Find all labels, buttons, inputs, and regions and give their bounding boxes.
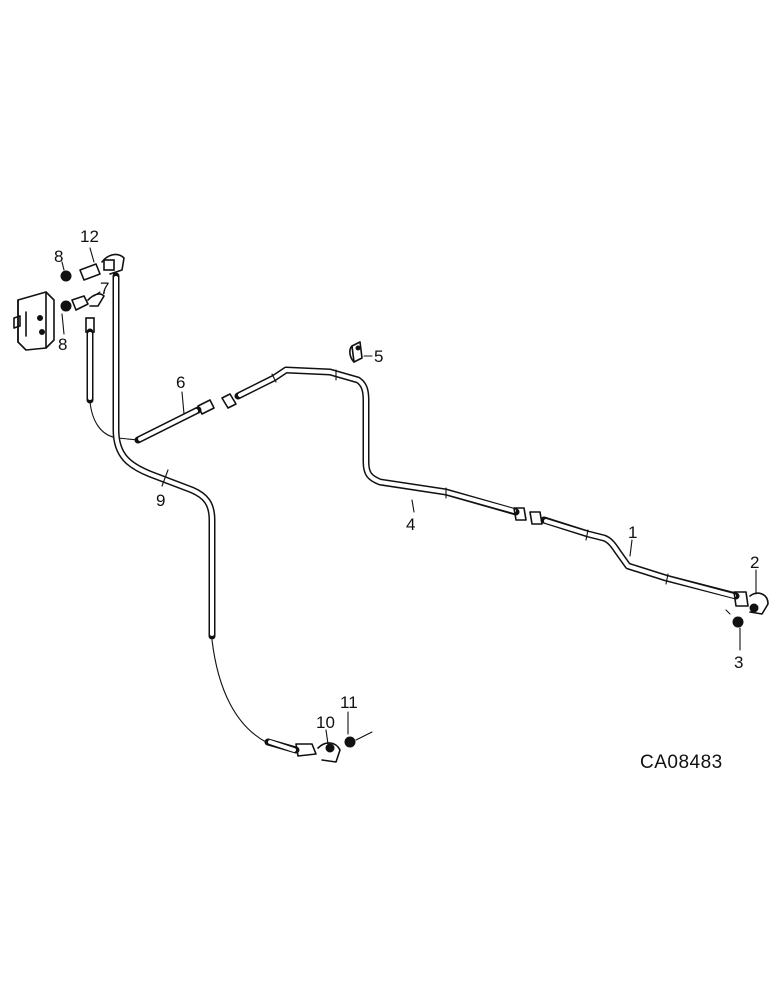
seal-11: [344, 731, 373, 748]
callout-11: 11: [340, 693, 358, 712]
valve-block: [13, 291, 55, 351]
callout-6: 6: [176, 373, 185, 392]
drawing-code: CA08483: [640, 752, 723, 773]
callout-9: 9: [156, 491, 165, 510]
line-9: [112, 272, 300, 754]
callout-10: 10: [316, 713, 335, 732]
callout-7: 7: [100, 279, 109, 298]
clip-5: [349, 341, 363, 363]
elbow-2: [733, 591, 769, 615]
callout-2: 2: [750, 553, 759, 572]
elbow-10: [295, 742, 341, 763]
callout-5: 5: [374, 347, 383, 366]
callout-3: 3: [734, 653, 743, 672]
fitting-12: [60, 253, 125, 282]
leader-lines: [61, 247, 757, 745]
tube-1: [529, 511, 740, 600]
hose-6: [117, 399, 215, 444]
tube-4: [221, 366, 527, 521]
callout-4: 4: [406, 515, 415, 534]
callout-8-lower: 8: [58, 335, 67, 354]
seal-3: [725, 609, 744, 628]
fitting-7: [60, 293, 105, 333]
callout-12: 12: [80, 227, 99, 246]
callout-8-upper: 8: [54, 247, 63, 266]
callout-1: 1: [628, 523, 637, 542]
callouts: 12 8 7 8 6 5 9 4 1 2 3 10 11: [54, 227, 759, 732]
